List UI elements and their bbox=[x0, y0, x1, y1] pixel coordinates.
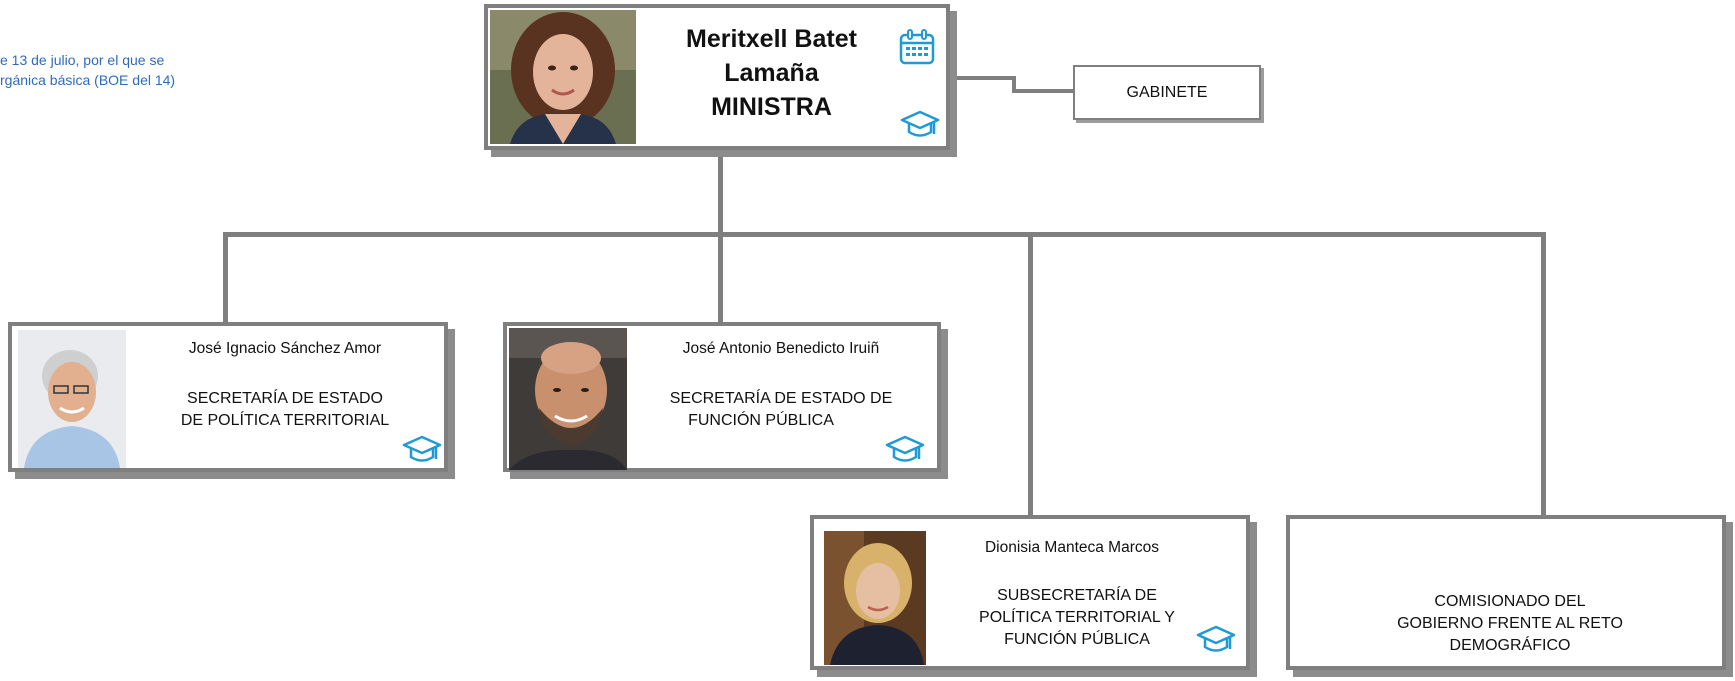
unit-name-line-2: GOBIERNO FRENTE AL RETO bbox=[1397, 615, 1623, 632]
person-photo bbox=[18, 330, 126, 468]
unit-name-line-1: COMISIONADO DEL bbox=[1434, 593, 1586, 610]
connector-unit-3 bbox=[1028, 232, 1033, 519]
graduation-cap-icon[interactable] bbox=[402, 433, 442, 465]
connector-unit-1 bbox=[223, 232, 228, 324]
minister-title: MINISTRA bbox=[711, 93, 832, 121]
unit-name-line-3: FUNCIÓN PÚBLICA bbox=[1004, 631, 1150, 648]
unit-name-line-3: DEMOGRÁFICO bbox=[1449, 637, 1571, 654]
unit-name: SUBSECRETARÍA DE POLÍTICA TERRITORIAL Y … bbox=[932, 585, 1222, 651]
person-name: Dionisia Manteca Marcos bbox=[984, 539, 1159, 556]
person-photo bbox=[509, 328, 627, 470]
connector-gabinete-b bbox=[1012, 76, 1016, 93]
unit-card-sepolitica-territorial[interactable]: José Ignacio Sánchez Amor SECRETARÍA DE … bbox=[8, 322, 448, 472]
unit-card-comisionado[interactable]: COMISIONADO DEL GOBIERNO FRENTE AL RETO … bbox=[1286, 515, 1726, 670]
unit-name-line-1: SECRETARÍA DE ESTADO DE bbox=[669, 390, 893, 407]
connector-minister-down bbox=[718, 150, 723, 236]
minister-name-line-1: Meritxell Batet bbox=[686, 25, 857, 53]
minister-text: Meritxell Batet Lamaña MINISTRA bbox=[664, 22, 879, 124]
person-photo bbox=[824, 531, 926, 665]
gabinete-box[interactable]: GABINETE bbox=[1073, 65, 1261, 120]
unit-name: SECRETARÍA DE ESTADO DE FUNCIÓN PÚBLICA bbox=[631, 388, 931, 432]
unit-name-line-2: DE POLÍTICA TERRITORIAL bbox=[180, 412, 390, 429]
minister-name-line-2: Lamaña bbox=[724, 59, 819, 87]
unit-card-sefuncion-publica[interactable]: José Antonio Benedicto Iruiñ SECRETARÍA … bbox=[503, 322, 941, 472]
connector-horizontal-main bbox=[223, 232, 1546, 237]
connector-unit-2 bbox=[718, 232, 723, 324]
unit-name: COMISIONADO DEL GOBIERNO FRENTE AL RETO … bbox=[1380, 591, 1640, 657]
calendar-icon[interactable] bbox=[898, 28, 936, 66]
graduation-cap-icon[interactable] bbox=[885, 433, 925, 465]
person-name: José Antonio Benedicto Iruiñ bbox=[682, 340, 880, 357]
connector-gabinete-a bbox=[948, 76, 1016, 80]
minister-photo bbox=[490, 10, 636, 144]
unit-name-line-2: FUNCIÓN PÚBLICA bbox=[688, 412, 834, 429]
unit-name-line-2: POLÍTICA TERRITORIAL Y bbox=[979, 609, 1175, 626]
decree-note-line-2: rgánica básica (BOE del 14) bbox=[0, 72, 176, 88]
person-name: José Ignacio Sánchez Amor bbox=[188, 340, 382, 357]
unit-name-line-1: SUBSECRETARÍA DE bbox=[997, 587, 1157, 604]
connector-gabinete-c bbox=[1012, 89, 1074, 93]
minister-card[interactable]: Meritxell Batet Lamaña MINISTRA bbox=[484, 4, 950, 150]
graduation-cap-icon[interactable] bbox=[900, 108, 940, 140]
graduation-cap-icon[interactable] bbox=[1196, 623, 1236, 655]
gabinete-label: GABINETE bbox=[1126, 83, 1208, 101]
connector-unit-4 bbox=[1541, 232, 1546, 519]
unit-name-line-1: SECRETARÍA DE ESTADO bbox=[187, 390, 383, 407]
unit-name: SECRETARÍA DE ESTADO DE POLÍTICA TERRITO… bbox=[130, 388, 440, 432]
unit-card-subsecretaria[interactable]: Dionisia Manteca Marcos SUBSECRETARÍA DE… bbox=[810, 515, 1250, 670]
decree-note-line-1: e 13 de julio, por el que se bbox=[0, 52, 165, 68]
decree-note: e 13 de julio, por el que se rgánica bás… bbox=[0, 50, 260, 90]
